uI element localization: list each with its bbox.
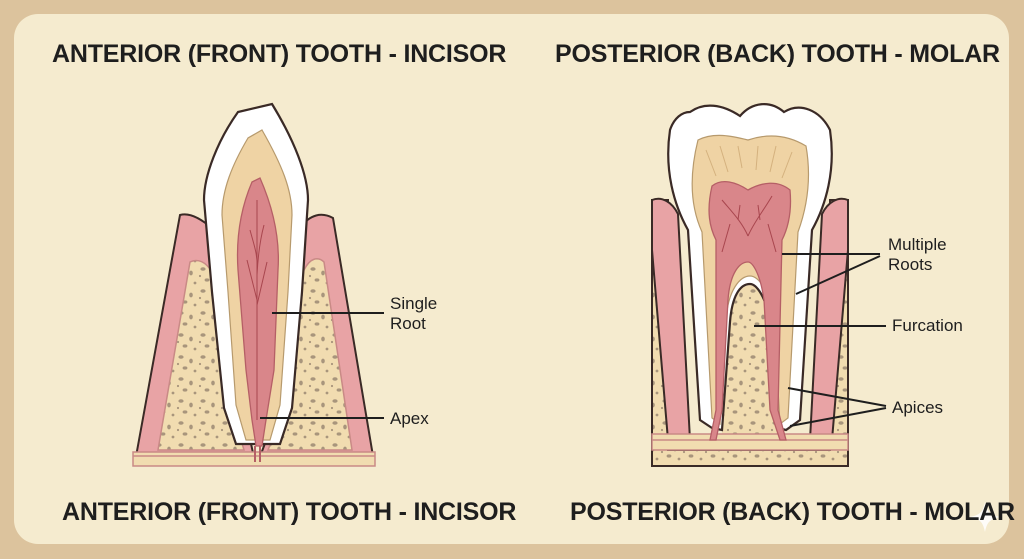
multiple-roots-label-line2: Roots bbox=[888, 255, 933, 274]
apices-leader-line-2 bbox=[789, 407, 887, 427]
multiple-roots-label: Multiple Roots bbox=[888, 235, 947, 275]
molar-illustration bbox=[651, 103, 849, 467]
multiple-roots-label-line1: Multiple bbox=[888, 235, 947, 254]
incisor-title-top: ANTERIOR (FRONT) TOOTH - INCISOR bbox=[52, 40, 507, 68]
multiple-roots-leader-line-2 bbox=[795, 255, 881, 295]
single-root-label-line2: Root bbox=[390, 314, 426, 333]
sparkle-icon bbox=[970, 502, 1000, 532]
apices-label: Apices bbox=[892, 398, 944, 417]
molar-pulp bbox=[708, 180, 792, 441]
furcation-label: Furcation bbox=[892, 316, 963, 335]
apex-label: Apex bbox=[390, 409, 429, 428]
incisor-illustration bbox=[132, 102, 376, 467]
incisor-title-bottom: ANTERIOR (FRONT) TOOTH - INCISOR bbox=[62, 498, 517, 526]
single-root-label-line1: Single bbox=[390, 294, 438, 313]
incisor-tooth bbox=[202, 102, 310, 447]
apices-leader-line-1 bbox=[787, 387, 887, 407]
molar-title-bottom: POSTERIOR (BACK) TOOTH - MOLAR bbox=[570, 498, 1015, 526]
molar-title-top: POSTERIOR (BACK) TOOTH - MOLAR bbox=[555, 40, 1000, 68]
incisor-pulp bbox=[236, 177, 280, 447]
single-root-label: Single Root bbox=[390, 294, 437, 334]
